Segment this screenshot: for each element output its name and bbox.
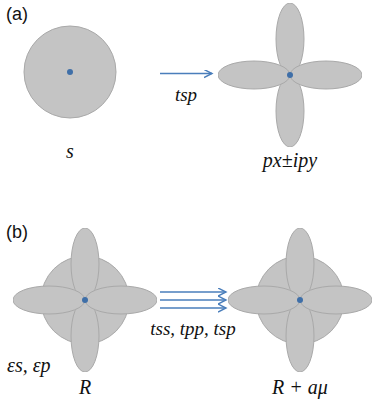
hopping-label: tss, tpp, tsp (150, 318, 236, 340)
orbital-label: R + aμ (272, 376, 328, 398)
orbital-node: px±ipy (218, 3, 362, 175)
orbital-shape (13, 228, 157, 372)
p-lobe (13, 286, 85, 314)
hopping-arrow (160, 299, 226, 300)
p-lobe (228, 286, 300, 314)
p-lobe (286, 228, 314, 300)
orbital-node: εs, εpR (13, 228, 157, 400)
site-dot (297, 297, 303, 303)
p-lobe (286, 300, 314, 372)
orbital-label: εs, εp (7, 354, 51, 376)
p-lobe (276, 3, 304, 75)
orbital-node: R + aμ (228, 228, 372, 400)
hopping-arrow (160, 73, 212, 74)
hopping-arrow (160, 307, 226, 308)
orbital-label: R (79, 376, 91, 398)
orbital-label: px±ipy (263, 149, 317, 171)
hopping-arrow (160, 291, 226, 292)
p-lobe (71, 300, 99, 372)
p-lobe (290, 61, 362, 89)
panel-label: (a) (6, 4, 28, 25)
orbital-shape (228, 228, 372, 372)
orbital-shape (218, 3, 362, 147)
p-lobe (71, 228, 99, 300)
s-orbital (24, 26, 116, 118)
orbital-node: s (20, 22, 120, 172)
p-lobe (276, 75, 304, 147)
site-dot (67, 69, 73, 75)
site-dot (287, 72, 293, 78)
panel-label: (b) (6, 222, 28, 243)
p-lobe (218, 61, 290, 89)
site-dot (82, 297, 88, 303)
orbital-shape (20, 22, 120, 122)
p-lobe (300, 286, 372, 314)
p-lobe (85, 286, 157, 314)
orbital-label: s (66, 140, 74, 162)
hopping-label: tsp (175, 84, 197, 106)
